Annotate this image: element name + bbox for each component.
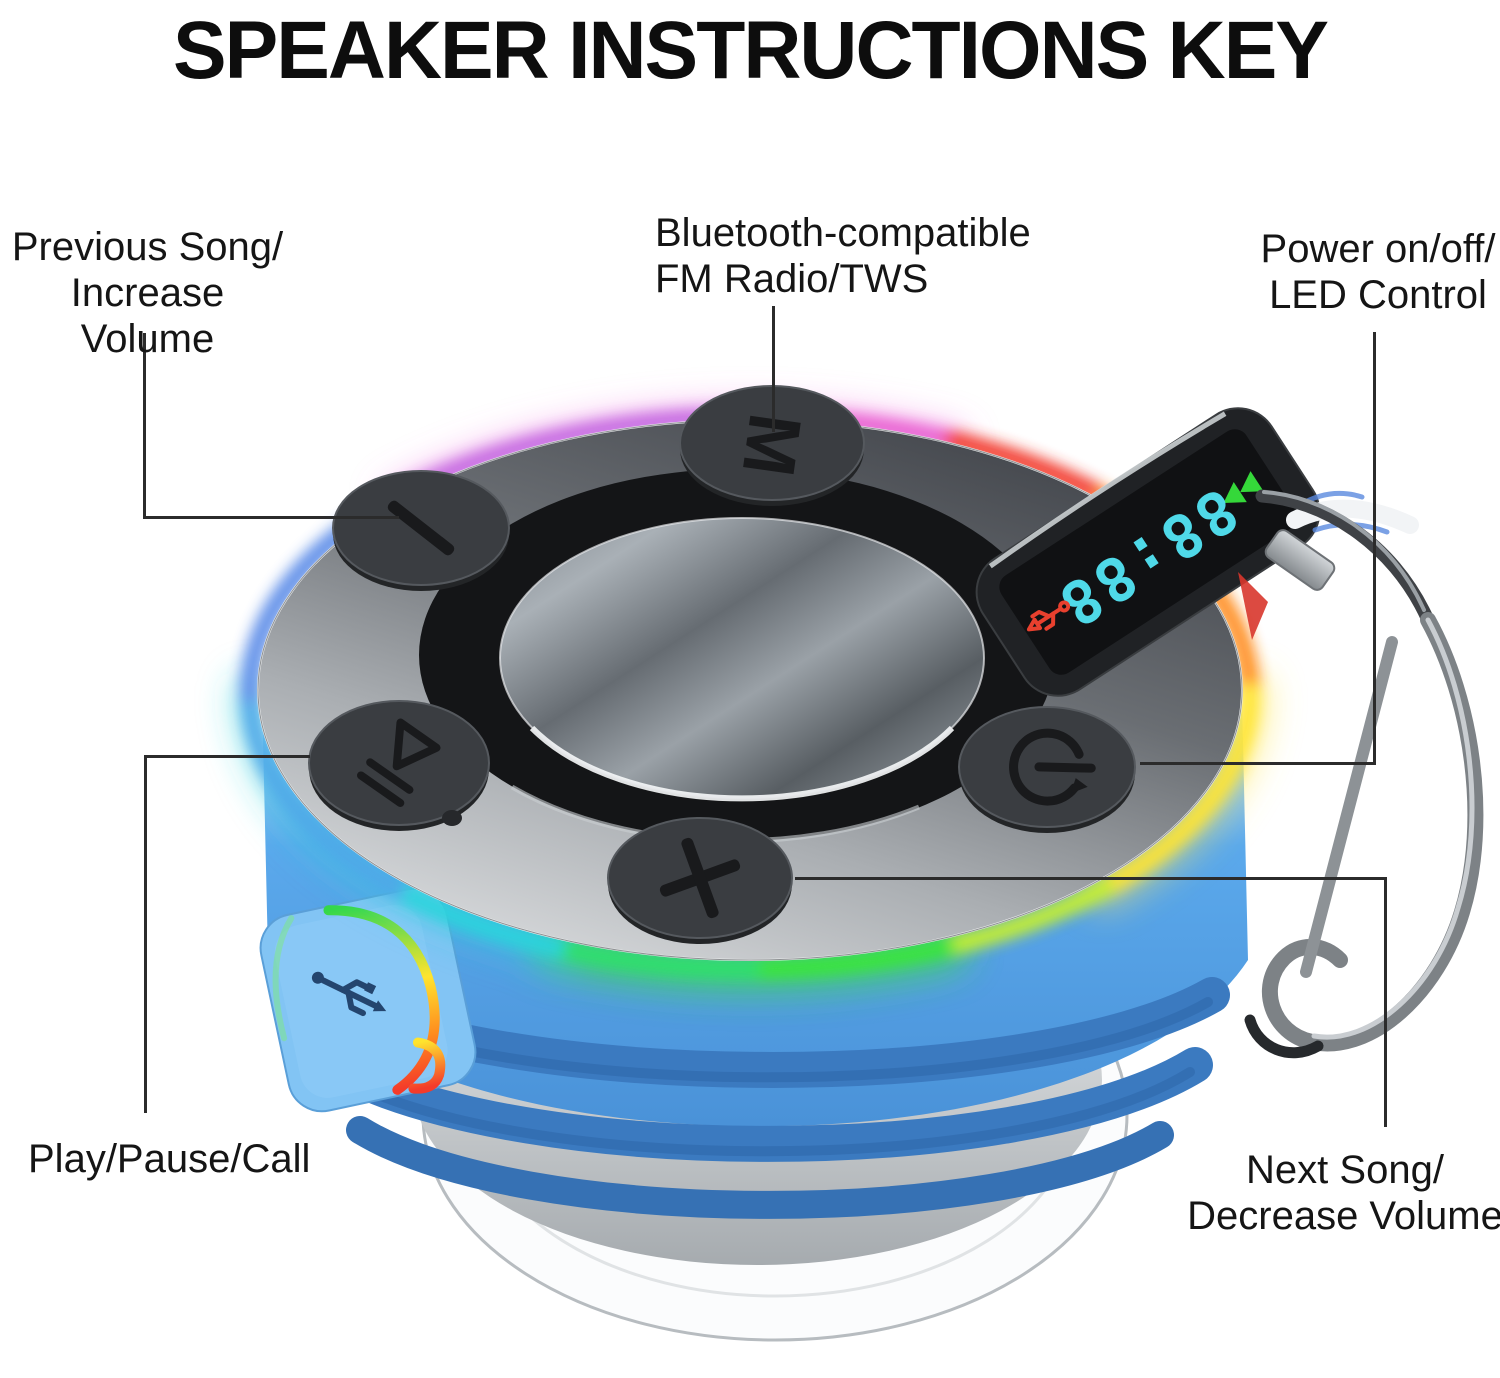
callout-line-next-vertical [1384,877,1387,1127]
callout-line-power-horizontal [1140,762,1376,765]
page-title: SPEAKER INSTRUCTIONS KEY [172,5,1329,96]
speaker-driver [419,469,1055,844]
label-previous-song: Previous Song/ Increase Volume [11,225,284,361]
usb-symbol-icon [311,971,387,1017]
callout-line-previous-vertical [143,333,146,519]
callout-line-next-horizontal [795,877,1386,880]
label-next-song: Next Song/ Decrease Volume [1187,1148,1500,1238]
play-pause-icon [356,718,441,807]
plus-icon [659,837,741,919]
label-power-led: Power on/off/ LED Control [1260,227,1496,317]
callout-line-bluetooth-vertical [772,306,775,432]
microphone-hole [442,810,462,826]
minus-bar-icon [387,500,455,556]
play-pause-button [308,700,490,831]
battery-level-icon [1223,471,1264,503]
power-symbol-icon [1009,728,1096,806]
carabiner-clip [1244,612,1484,1059]
usb-plug-icon [1026,600,1071,632]
lanyard-strap [1238,489,1435,640]
previous-button [332,470,510,591]
speaker-body [262,695,1248,1127]
callout-line-previous-horizontal [143,516,399,519]
label-bluetooth-mode: Bluetooth-compatible FM Radio/TWS [655,211,1031,301]
callout-line-play-horizontal [144,755,310,758]
usb-port-cover [259,887,477,1113]
mode-button: M [679,385,865,506]
callout-line-power-vertical [1373,332,1376,765]
volume-button [607,817,793,944]
label-play-pause-call: Play/Pause/Call [28,1137,311,1181]
callout-line-play-vertical [144,755,147,1113]
power-button [958,706,1136,833]
